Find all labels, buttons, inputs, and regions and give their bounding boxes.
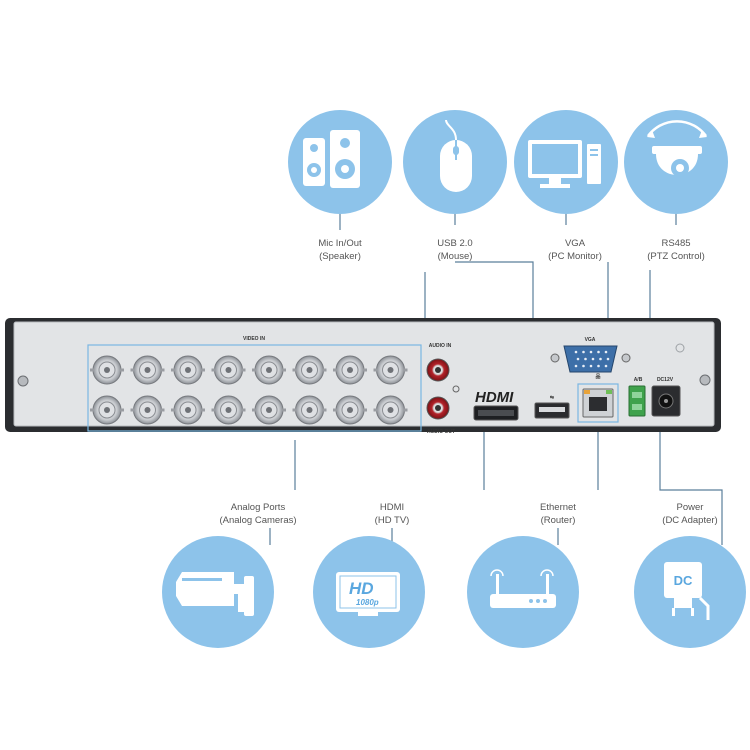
lan-symbol-icon: 品 [595, 373, 600, 380]
bnc-video-port[interactable] [90, 355, 124, 385]
ptz-label-line1: RS485 [661, 238, 690, 249]
line-hdmi [391, 428, 485, 545]
hdmi-device: HD 1080p [313, 536, 425, 648]
bnc-video-port[interactable] [373, 355, 408, 385]
screw-left-icon [17, 375, 29, 387]
bnc-video-port[interactable] [373, 395, 408, 425]
dc-label: DC12V [657, 377, 674, 383]
line-analog [269, 440, 296, 545]
ethernet-label-line1: Ethernet [540, 502, 576, 513]
bnc-video-port[interactable] [252, 395, 286, 425]
line-power [659, 425, 723, 545]
analog-label-line2: (Analog Cameras) [219, 515, 296, 526]
hdmi-logo: HDMI [475, 389, 514, 406]
bnc-video-port[interactable] [292, 355, 327, 385]
monitor-device [514, 110, 618, 214]
bnc-video-port[interactable] [211, 355, 246, 385]
monitor-label-line1: VGA [565, 238, 586, 249]
bullet-camera-icon [176, 572, 254, 616]
router-icon [490, 569, 556, 608]
hdmi-label-line2: (HD TV) [375, 515, 410, 526]
power-adapter-icon: DC [664, 562, 710, 620]
vga-label: VGA [585, 337, 596, 343]
bnc-video-port[interactable] [130, 355, 165, 385]
top-devices [288, 110, 728, 214]
ethernet-label-line2: (Router) [541, 515, 576, 526]
rs485-label: A/B [634, 377, 643, 383]
monitor-label-line2: (PC Monitor) [548, 251, 602, 262]
ethernet-highlight [577, 383, 619, 423]
top-labels: Mic In/Out (Speaker) USB 2.0 (Mouse) VGA… [318, 238, 704, 262]
ptz-camera-icon [646, 120, 708, 177]
audio-in-label: AUDIO IN [429, 343, 452, 349]
dvr-unit: VIDEO IN AUDIO IN AUDIO OUT HDMI ⇋ VGA 品 [5, 318, 721, 435]
bnc-video-port[interactable] [333, 355, 367, 385]
analog-device [162, 536, 274, 648]
screw-right-icon [699, 374, 711, 386]
bnc-port-grid [90, 355, 408, 425]
power-label-line2: (DC Adapter) [662, 515, 717, 526]
bnc-video-port[interactable] [292, 395, 327, 425]
rs485-terminal[interactable] [628, 385, 646, 417]
speaker-device [288, 110, 392, 214]
speaker-label-line1: Mic In/Out [318, 238, 362, 249]
mouse-label-line2: (Mouse) [438, 251, 473, 262]
mouse-label-line1: USB 2.0 [437, 238, 472, 249]
analog-label-line1: Analog Ports [231, 502, 286, 513]
bnc-video-port[interactable] [333, 395, 367, 425]
dc-badge: DC [674, 573, 693, 588]
audio-out-label: AUDIO OUT [427, 429, 455, 435]
bottom-devices: HD 1080p DC [162, 536, 746, 648]
bnc-video-port[interactable] [90, 395, 124, 425]
usb-symbol-icon: ⇋ [550, 395, 555, 401]
monitor-icon [528, 140, 601, 188]
mouse-icon [440, 119, 472, 192]
bnc-video-port[interactable] [211, 395, 246, 425]
mouse-device [403, 110, 507, 214]
power-device: DC [634, 536, 746, 648]
ptz-label-line2: (PTZ Control) [647, 251, 705, 262]
hd-badge: HD [349, 579, 374, 598]
bottom-labels: Analog Ports (Analog Cameras) HDMI (HD T… [219, 502, 717, 526]
video-in-label: VIDEO IN [243, 336, 265, 342]
bnc-video-port[interactable] [171, 355, 205, 385]
speaker-label-line2: (Speaker) [319, 251, 361, 262]
ptz-device [624, 110, 728, 214]
power-label-line1: Power [677, 502, 704, 513]
ethernet-circle [467, 536, 579, 648]
bnc-video-port[interactable] [171, 395, 205, 425]
video-in-highlight [87, 344, 422, 432]
speaker-icon [303, 130, 360, 188]
hdmi-label-line1: HDMI [380, 502, 404, 513]
line-ethernet [557, 428, 599, 545]
hd-tv-icon: HD 1080p [336, 572, 400, 616]
vga-port[interactable] [563, 345, 618, 373]
ethernet-device [467, 536, 579, 648]
connector-lines [269, 212, 723, 545]
bnc-video-port[interactable] [252, 355, 286, 385]
ground-screw-icon [675, 343, 685, 353]
hd-1080p-badge: 1080p [356, 598, 379, 607]
audio-symbol-icon [452, 385, 460, 393]
bnc-video-port[interactable] [130, 395, 165, 425]
